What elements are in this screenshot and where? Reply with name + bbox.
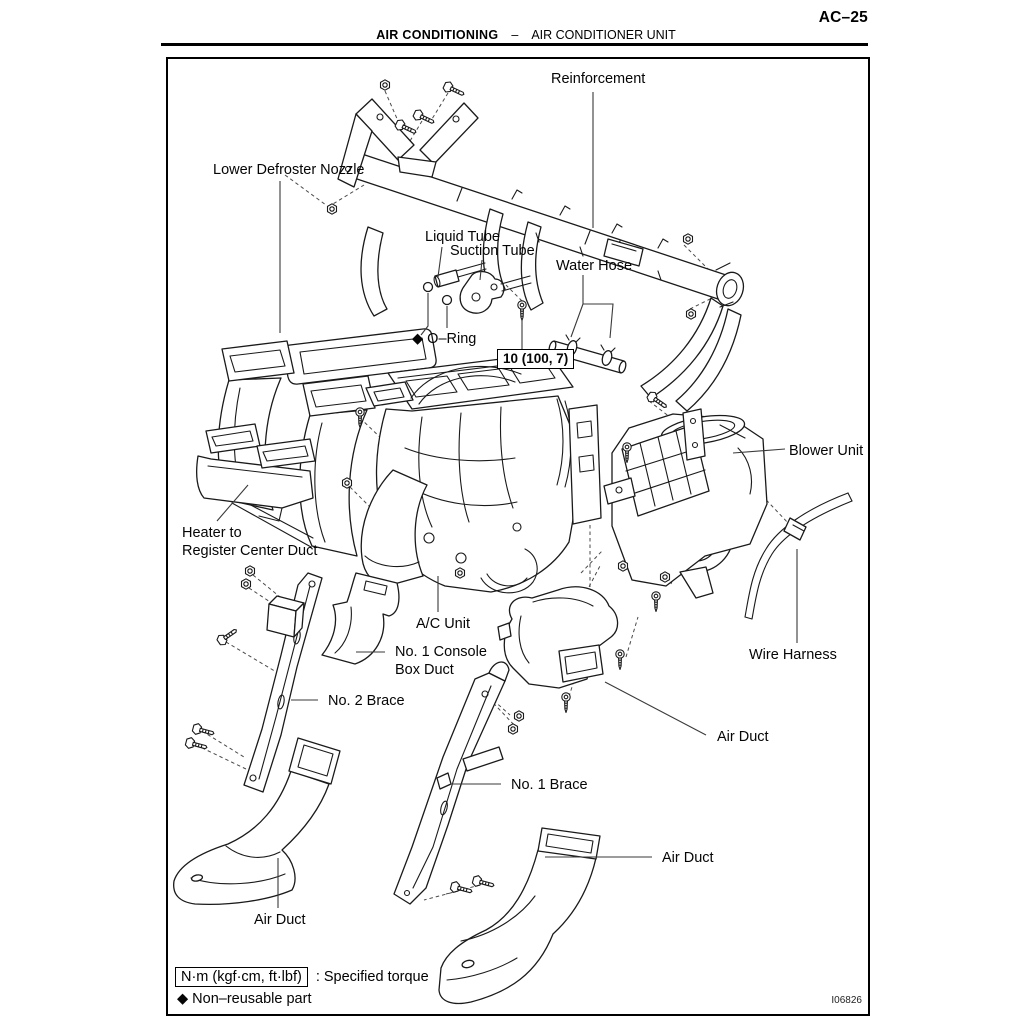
part-no2-brace xyxy=(243,572,323,793)
part-air-duct-left xyxy=(173,737,341,906)
label-air-duct-mid: Air Duct xyxy=(717,729,769,745)
label-no1-brace: No. 1 Brace xyxy=(511,777,588,793)
label-air-duct-left: Air Duct xyxy=(254,912,306,928)
figure-frame: Reinforcement Lower Defroster Nozzle Liq… xyxy=(166,57,870,1016)
part-liquid-suction-tubes xyxy=(422,262,532,314)
part-no1-brace xyxy=(393,661,510,905)
label-heater-register-duct: Heater to Register Center Duct xyxy=(182,525,318,559)
label-lower-defroster-nozzle: Lower Defroster Nozzle xyxy=(213,162,365,178)
o-ring-1 xyxy=(422,281,434,293)
label-o-ring: ◆ O–Ring xyxy=(412,331,477,347)
legend-torque-caption: : Specified torque xyxy=(315,969,429,985)
part-wire-harness xyxy=(744,492,853,620)
header-separator: – xyxy=(511,28,519,42)
torque-spec-box: 10 (100, 7) xyxy=(497,349,575,369)
part-ac-unit xyxy=(360,352,602,594)
label-wire-harness: Wire Harness xyxy=(749,647,837,663)
part-air-duct-bottom xyxy=(438,827,601,1005)
leader-lines xyxy=(216,92,798,908)
legend-torque-row: N·m (kgf·cm, ft·lbf) : Specified torque xyxy=(175,967,429,987)
figure-code: I06826 xyxy=(831,995,862,1006)
part-heater-register-duct xyxy=(196,423,316,522)
o-ring-2 xyxy=(441,294,453,306)
label-ac-unit: A/C Unit xyxy=(416,616,470,632)
label-liquid-tube: Liquid Tube xyxy=(425,229,500,245)
label-suction-tube: Suction Tube xyxy=(450,243,535,259)
header-rule xyxy=(161,43,868,46)
label-no2-brace: No. 2 Brace xyxy=(328,693,405,709)
legend-torque-unit-box: N·m (kgf·cm, ft·lbf) xyxy=(175,967,308,987)
section-title: AIR CONDITIONING xyxy=(376,28,499,42)
label-no1-console-box-duct: No. 1 Console Box Duct xyxy=(395,644,487,678)
exploded-diagram xyxy=(173,79,853,1005)
legend-non-reusable: ◆ Non–reusable part xyxy=(177,991,312,1007)
part-reinforcement xyxy=(337,98,745,412)
part-console-box-duct xyxy=(321,572,400,665)
part-blower-unit xyxy=(603,408,768,599)
label-reinforcement: Reinforcement xyxy=(551,71,646,87)
part-air-duct-mid xyxy=(497,586,619,689)
label-water-hose: Water Hose xyxy=(556,258,633,274)
subsection-title: AIR CONDITIONER UNIT xyxy=(531,28,676,42)
label-blower-unit: Blower Unit xyxy=(789,443,864,459)
page-number: AC–25 xyxy=(818,9,868,26)
running-header: AIR CONDITIONING – AIR CONDITIONER UNIT xyxy=(376,28,676,42)
label-air-duct-bottom: Air Duct xyxy=(662,850,714,866)
